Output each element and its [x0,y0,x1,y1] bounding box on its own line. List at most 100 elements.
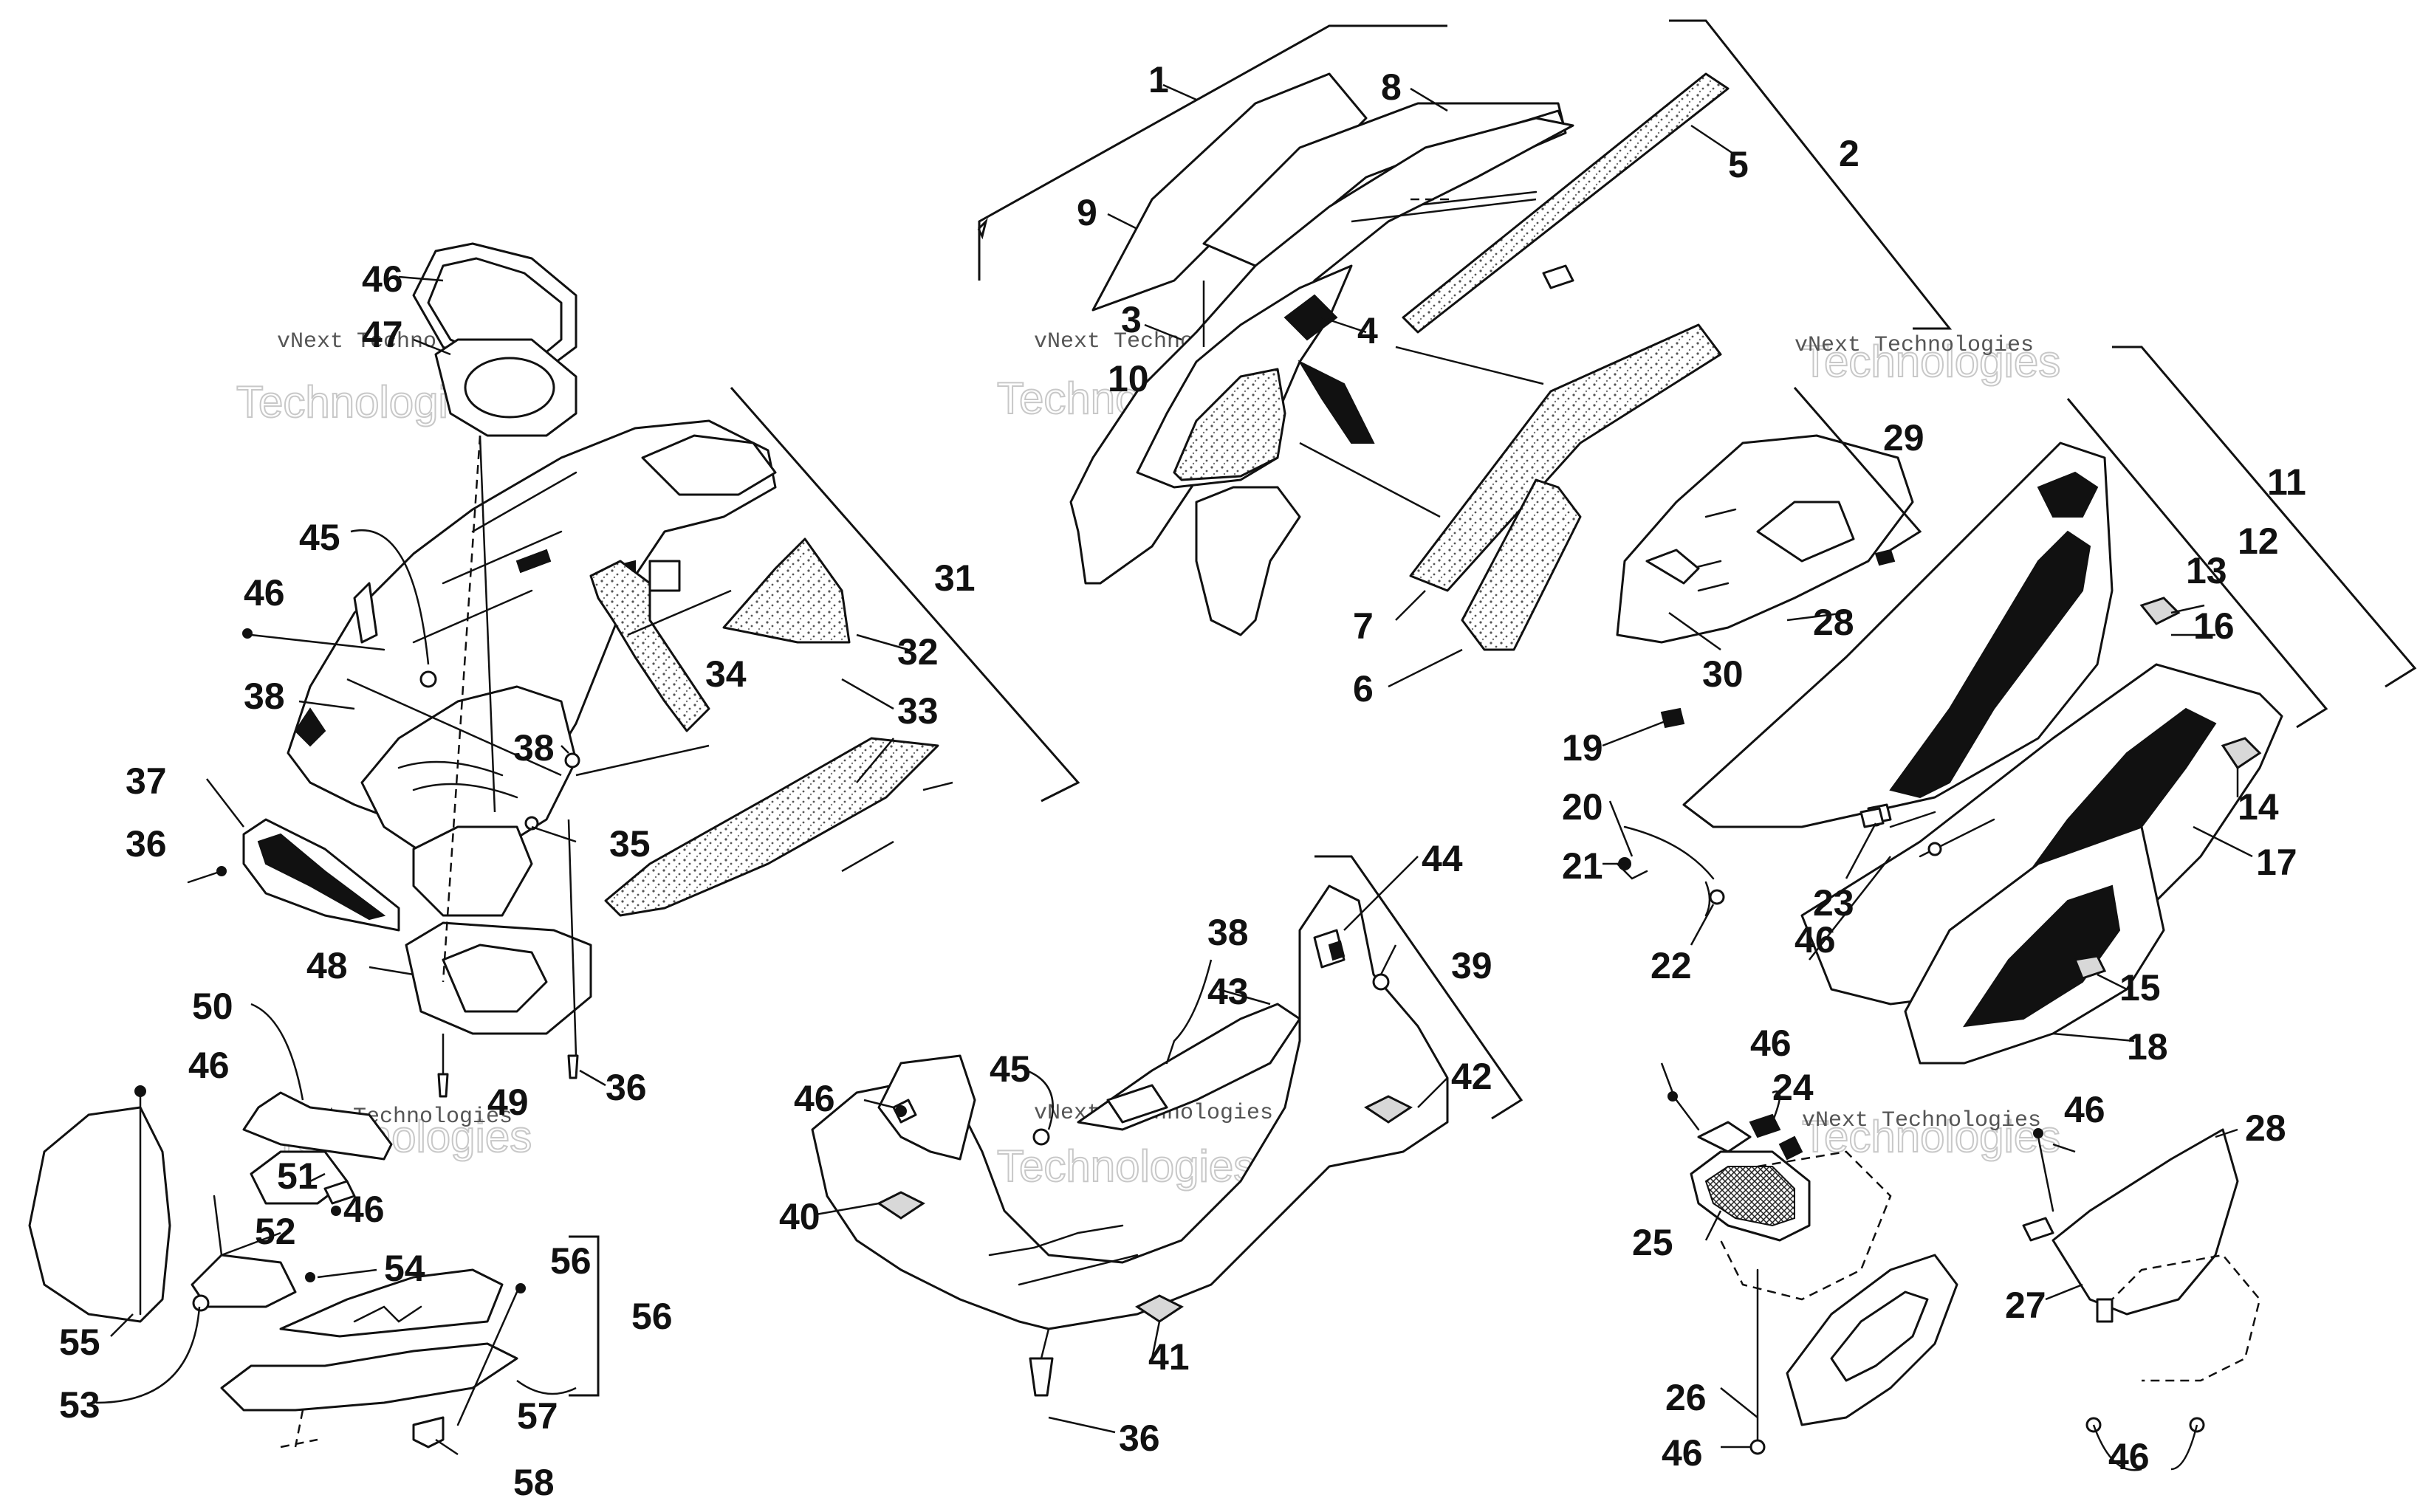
reflector-15 [2073,955,2107,980]
callout-label: 25 [1632,1222,1673,1263]
bracket-12 [2066,398,2328,729]
callout-label: 40 [779,1196,820,1237]
connector-19 [1660,707,1685,729]
callout-label: 5 [1728,144,1749,185]
callout-label: 50 [192,986,233,1027]
fastener-38 [564,752,580,769]
console-assembly [187,242,1080,1098]
callout-label: 46 [1750,1023,1792,1064]
side-cover-28 [2051,1128,2239,1316]
bracket-51 [242,1091,393,1161]
callout-label: 41 [1148,1336,1190,1378]
callout-label: 16 [2193,605,2235,647]
reflector-14 [2221,737,2262,770]
callouts: 1 2 3 4 5 6 7 8 9 10 11 12 13 14 15 16 1… [59,59,2306,1503]
foam-strip-5 [1402,72,1730,334]
bracket-2 [1669,19,1953,330]
callout-label: 30 [1702,653,1744,695]
reflector-40 [877,1191,925,1220]
callout-label: 4 [1357,310,1378,351]
callout-label: 44 [1422,838,1463,879]
lower-right-assembly [1667,1091,2261,1471]
watermark-text: Technologies [997,1141,1255,1191]
bracket-29 [1793,387,1922,551]
foam-33 [604,737,939,917]
callout-label: 10 [1108,358,1149,399]
reflector-41 [1135,1294,1184,1323]
callout-label: 18 [2127,1026,2168,1068]
callout-label: 46 [244,572,285,614]
callout-label: 28 [2245,1107,2286,1149]
callout-label: 1 [1148,59,1169,100]
foam-32 [722,537,851,644]
bracket-56 [569,1235,600,1397]
callout-label: 35 [609,823,651,865]
screw-45 [419,670,437,688]
callout-label: 23 [1813,882,1854,924]
foam-pad-6 [1461,478,1582,651]
callout-label: 33 [897,690,939,732]
screw-46 [1667,1091,1678,1102]
callout-label: 46 [794,1078,835,1119]
callout-label: 36 [1119,1418,1160,1459]
wiring-harness [1616,707,1885,917]
callout-label: 13 [2186,550,2227,591]
mesh-25 [1704,1166,1795,1227]
screw-45 [1032,1128,1050,1146]
side-panel-assembly [1682,346,2417,1065]
clip-24 [1697,1121,1752,1153]
callout-label: 17 [2256,842,2297,883]
callout-label: 46 [2064,1089,2105,1130]
callout-label: 12 [2238,520,2279,562]
console-duct [412,825,533,917]
rivet-36 [1029,1357,1054,1397]
callout-label: 39 [1451,945,1492,986]
callout-label: 46 [1795,919,1836,961]
console-top [641,434,777,496]
callout-label: 37 [126,760,167,802]
callout-label: 46 [343,1189,385,1230]
callout-label: 15 [2119,967,2161,1008]
socket-22 [1709,889,1725,905]
callout-label: 21 [1562,845,1603,887]
rivet-36 [567,1054,579,1079]
belly-pan-left-wall [877,1054,976,1161]
callout-label: 31 [934,557,976,599]
lower-left-assembly [28,1085,600,1449]
grommet-23 [1859,807,1885,828]
callout-label: 38 [244,676,285,717]
callout-label: 36 [606,1067,647,1108]
callout-label: 49 [487,1082,529,1123]
callout-label: 58 [513,1462,555,1503]
callout-label: 56 [550,1240,592,1282]
callout-label: 26 [1665,1377,1707,1418]
callout-label: 32 [897,631,939,673]
callout-label: 28 [1813,602,1854,643]
watermark-text: vNext Technologies [1802,1108,2041,1133]
callout-label: 57 [517,1395,558,1437]
callout-label: 3 [1121,299,1142,340]
callout-label: 34 [705,653,747,695]
belly-pan [811,884,1449,1330]
nut-46 [1749,1439,1766,1455]
callout-label: 56 [631,1296,673,1337]
callout-label: 46 [362,258,403,300]
callout-label: 52 [255,1211,296,1252]
bracket-11 [2112,346,2417,688]
callout-label: 46 [1662,1432,1703,1474]
watermark-text: Technologies [1802,1112,2060,1161]
clip-27 [2022,1217,2054,1242]
washer-54 [192,1294,210,1312]
screw-57 [515,1283,526,1293]
rivet-36 [216,866,227,876]
callout-label: 47 [362,314,403,355]
graphic-decal [1962,884,2121,1028]
callout-label: 36 [126,823,167,865]
callout-label: 6 [1353,668,1374,709]
hood-assembly [977,19,1953,651]
belly-pan-56 [220,1342,518,1412]
callout-label: 55 [59,1322,100,1363]
bracket-39 [1314,855,1523,1120]
callout-label: 48 [306,945,348,986]
